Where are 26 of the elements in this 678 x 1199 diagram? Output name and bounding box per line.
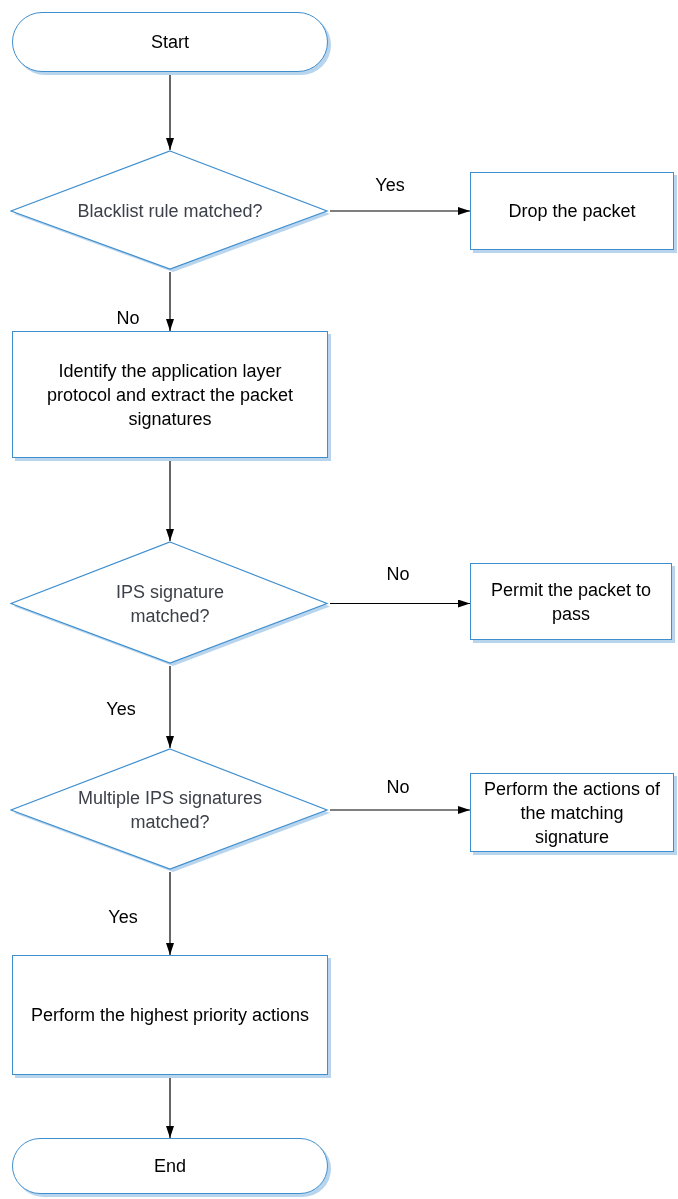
arrow <box>329 207 471 215</box>
node-text: Permit the packet to pass <box>489 578 653 626</box>
terminal-pill <box>12 1138 328 1194</box>
decision-diamond <box>10 748 330 872</box>
process-box <box>470 172 674 250</box>
arrow <box>329 806 471 814</box>
decision-diamond <box>10 541 330 666</box>
process-box <box>12 955 328 1075</box>
decision-label: Multiple IPS signatures matched? <box>76 787 264 834</box>
decision-label: IPS signature matched? <box>114 580 226 628</box>
decision-diamond <box>10 150 330 272</box>
arrow <box>166 871 174 956</box>
node-text: Perform the highest priority actions <box>30 1004 310 1027</box>
arrow <box>166 665 174 749</box>
node-text: Identify the application layer protocol and extract the packet signatures <box>45 359 295 431</box>
node-text: Drop the packet <box>508 200 636 223</box>
node-text: Perform the actions of the matching signature <box>483 777 661 849</box>
decision-label: Blacklist rule matched? <box>77 200 263 223</box>
process-box <box>470 773 674 852</box>
node-text: End <box>154 1155 186 1178</box>
process-box <box>470 563 672 640</box>
arrow <box>166 271 174 332</box>
process-box <box>12 331 328 458</box>
arrow <box>329 599 471 608</box>
node-text: Start <box>151 31 189 54</box>
terminal-pill <box>12 12 328 72</box>
